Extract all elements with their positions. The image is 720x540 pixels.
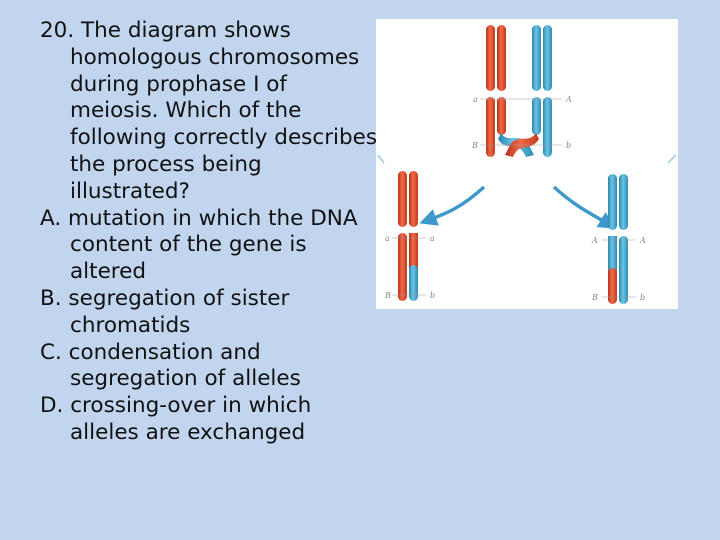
option-b: B. segregation of sister chromatids <box>40 285 290 338</box>
left-locus-lines <box>392 237 426 296</box>
right-arrow-icon <box>552 185 617 229</box>
right-label-A-right: A <box>639 236 646 245</box>
recombinant-blue-chromosome <box>608 174 628 304</box>
option-a: A. mutation in which the DNA content of … <box>40 205 358 285</box>
option-d: D. crossing-over in which alleles are ex… <box>40 393 312 445</box>
right-locus-lines <box>602 239 636 298</box>
left-label-a-right: a <box>430 234 435 243</box>
left-arrow-icon <box>419 185 486 226</box>
right-label-B: B <box>591 293 598 302</box>
right-label-b: b <box>640 293 645 302</box>
question-stem: 20. The diagram shows homologous chromos… <box>40 18 378 204</box>
crossing-over-diagram: a A B b a a B b <box>376 19 678 309</box>
question-text: 20. The diagram shows homologous chromos… <box>40 18 380 447</box>
top-locus-lines <box>480 98 562 146</box>
right-label-A-left: A <box>591 236 598 245</box>
left-label-a-left: a <box>385 234 390 243</box>
top-label-b: b <box>566 141 571 150</box>
top-blue-chromosome <box>532 25 552 157</box>
left-label-b: b <box>430 291 435 300</box>
left-label-B: B <box>384 291 391 300</box>
top-label-A: A <box>565 95 572 104</box>
left-edge-arrow-icon <box>377 154 385 164</box>
top-label-B: B <box>471 141 478 150</box>
diagram-svg: a A B b a a B b <box>377 25 677 304</box>
right-edge-arrow-icon <box>667 154 677 164</box>
recombinant-red-chromosome <box>398 171 418 301</box>
top-red-chromosome <box>486 25 506 157</box>
option-c: C. condensation and segregation of allel… <box>40 339 301 392</box>
top-label-a: a <box>473 95 478 104</box>
